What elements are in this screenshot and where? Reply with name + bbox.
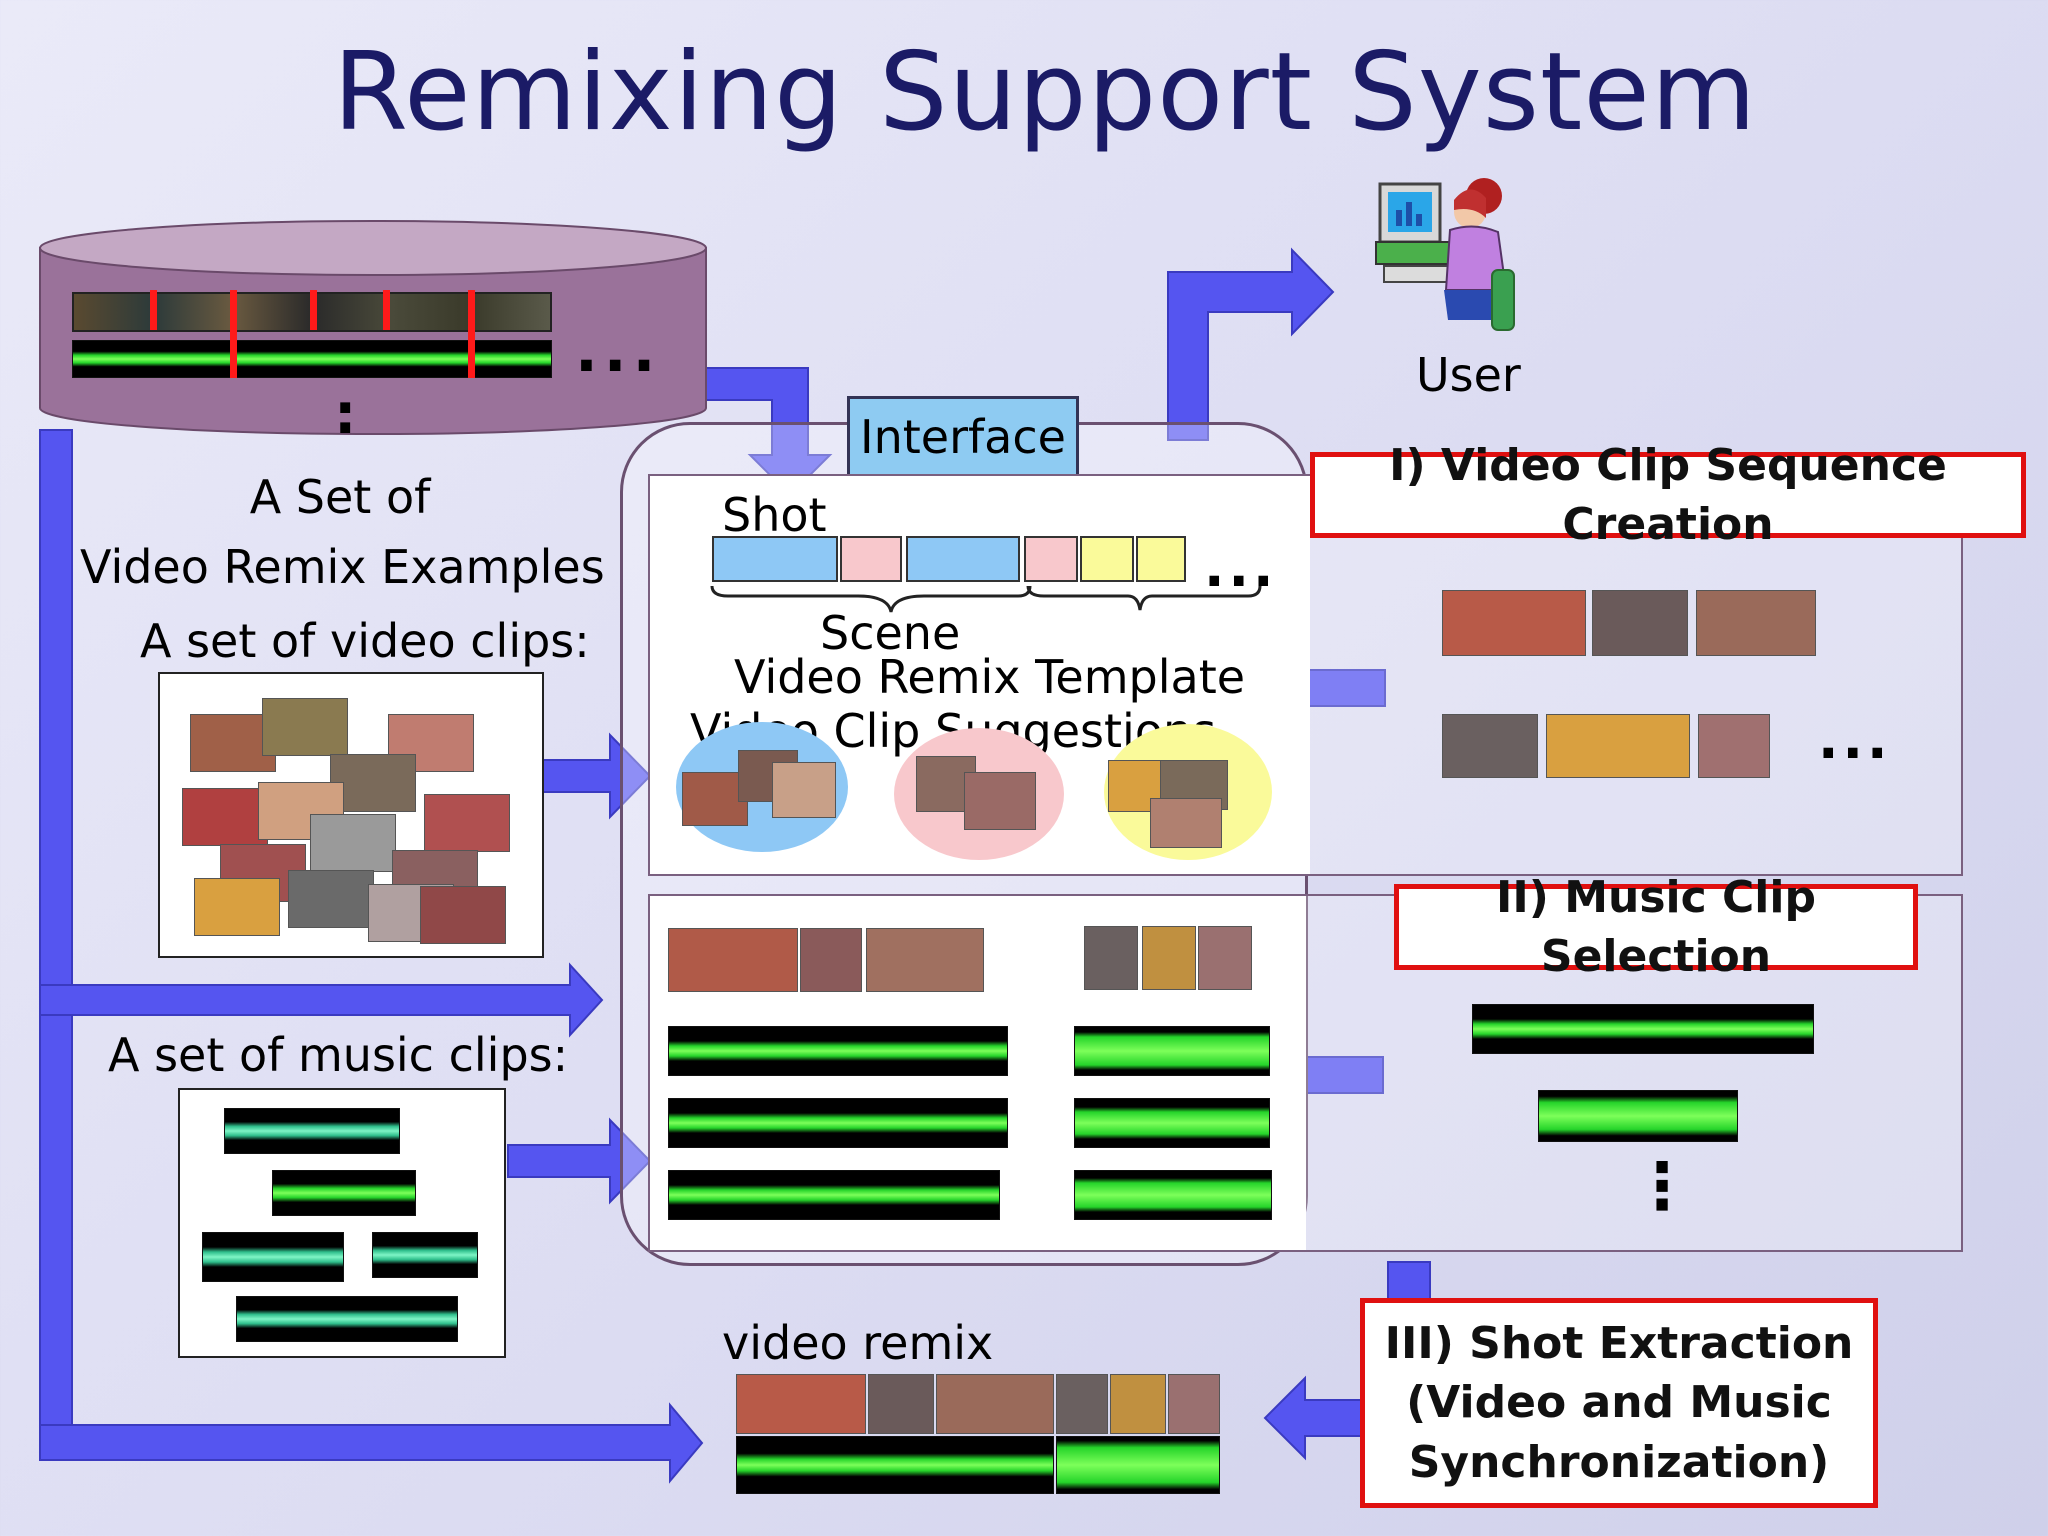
step3-label-line3: Synchronization) — [1408, 1436, 1830, 1488]
step3-label-line2: (Video and Music — [1406, 1377, 1832, 1429]
video-thumbnail — [1592, 590, 1688, 656]
video-thumbnail — [736, 1374, 866, 1434]
video-thumbnail — [288, 870, 374, 928]
video-thumbnail — [668, 928, 798, 992]
music-waveform — [668, 1170, 1000, 1220]
video-thumbnail — [866, 928, 984, 992]
template-label: Video Remix Template — [734, 650, 1246, 704]
page-title: Remixing Support System — [332, 30, 1758, 155]
step3-label-line1: III) Shot Extraction — [1384, 1317, 1854, 1369]
video-thumbnail — [424, 794, 510, 852]
video-thumbnail — [936, 1374, 1054, 1434]
video-thumbnail — [1110, 1374, 1166, 1434]
video-thumbnail — [772, 762, 836, 818]
suggestion-group-yellow — [1104, 724, 1272, 860]
database-ellipsis: ... — [575, 316, 662, 386]
video-thumbnail — [1084, 926, 1138, 990]
template-ellipsis: ... — [1204, 536, 1278, 599]
video-thumbnail — [1168, 1374, 1220, 1434]
shot-label: Shot — [722, 488, 827, 542]
suggestion-group-blue — [676, 722, 848, 852]
examples-label-line1: A Set of — [249, 470, 431, 524]
remix-audio-waveform — [736, 1436, 1054, 1494]
scene-brace — [710, 585, 1262, 613]
user-at-computer-icon — [1375, 178, 1515, 331]
music-waveform — [668, 1098, 1008, 1148]
music-waveform — [224, 1108, 400, 1154]
left-vertical-arrow-bar — [39, 429, 73, 1441]
cut-marker — [468, 290, 475, 378]
music-waveform — [1074, 1098, 1270, 1148]
video-thumbnail — [682, 772, 748, 826]
arrow-to-interface-middle — [39, 962, 604, 1038]
template-shot-pink — [1024, 536, 1078, 582]
template-shot-pink — [840, 536, 902, 582]
video-thumbnail — [190, 714, 276, 772]
music-waveform — [668, 1026, 1008, 1076]
music-waveform — [272, 1170, 416, 1216]
cut-marker — [230, 290, 237, 378]
video-thumbnail — [800, 928, 862, 992]
music-waveform — [1472, 1004, 1814, 1054]
video-thumbnail — [1442, 714, 1538, 778]
arrow-panel-to-step3-bar — [1387, 1261, 1431, 1303]
arrow-to-video-remix — [39, 1402, 704, 1484]
template-shot-blue — [906, 536, 1020, 582]
video-thumbnail — [964, 772, 1036, 830]
music-waveform — [236, 1296, 458, 1342]
music-waveform — [202, 1232, 344, 1282]
template-shot-blue — [712, 536, 838, 582]
cut-marker — [310, 290, 317, 330]
video-thumbnail — [1056, 1374, 1108, 1434]
video-thumbnail — [1142, 926, 1196, 990]
video-clips-label: A set of video clips: — [140, 614, 590, 668]
step2-label: II) Music Clip Selection — [1496, 871, 1816, 982]
video-thumbnail — [1198, 926, 1252, 990]
music-waveform — [1074, 1170, 1272, 1220]
step1-video-clip-sequence-creation: I) Video Clip Sequence Creation — [1310, 440, 2026, 550]
video-thumbnail — [1696, 590, 1816, 656]
examples-label-line2: Video Remix Examples — [80, 540, 605, 594]
arrow-step3-to-video-remix — [1263, 1375, 1363, 1461]
interface-label: Interface — [860, 410, 1066, 464]
scene-label: Scene — [820, 606, 961, 660]
video-thumbnail — [1546, 714, 1690, 778]
arrow-music-clips-to-interface — [507, 1117, 652, 1205]
cut-marker — [150, 290, 157, 330]
interface-label-box: Interface — [847, 396, 1079, 478]
video-thumbnail — [420, 886, 506, 944]
video-thumbnail — [182, 788, 268, 846]
video-thumbnail — [262, 698, 348, 756]
step2-music-clip-selection: II) Music Clip Selection — [1394, 872, 1918, 982]
suggestion-group-pink — [894, 728, 1064, 860]
video-thumbnail — [310, 814, 396, 872]
step3-shot-extraction: III) Shot Extraction (Video and Music Sy… — [1360, 1298, 1878, 1508]
music-waveform — [1538, 1090, 1738, 1142]
music-clips-box — [178, 1088, 506, 1358]
step1-label: I) Video Clip Sequence Creation — [1389, 439, 1947, 550]
step2-vertical-dots: ⋮ — [1630, 1150, 1694, 1224]
video-clips-box — [158, 672, 544, 958]
arrow-interface-to-user — [1167, 247, 1335, 441]
music-clips-label: A set of music clips: — [108, 1028, 569, 1082]
template-shot-yellow — [1080, 536, 1134, 582]
video-thumbnail — [330, 754, 416, 812]
video-thumbnail — [1442, 590, 1586, 656]
step1-ellipsis: ... — [1818, 708, 1892, 771]
database-vertical-dots: : — [334, 382, 357, 447]
video-remix-label: video remix — [722, 1316, 994, 1370]
music-waveform — [372, 1232, 478, 1278]
database-audio-waveform — [72, 340, 552, 378]
template-shot-yellow — [1136, 536, 1186, 582]
remix-audio-waveform — [1056, 1436, 1220, 1494]
user-label: User — [1416, 348, 1521, 402]
cut-marker — [383, 290, 390, 330]
video-thumbnail — [1150, 798, 1222, 848]
music-waveform — [1074, 1026, 1270, 1076]
video-thumbnail — [194, 878, 280, 936]
video-thumbnail — [1698, 714, 1770, 778]
video-thumbnail — [868, 1374, 934, 1434]
